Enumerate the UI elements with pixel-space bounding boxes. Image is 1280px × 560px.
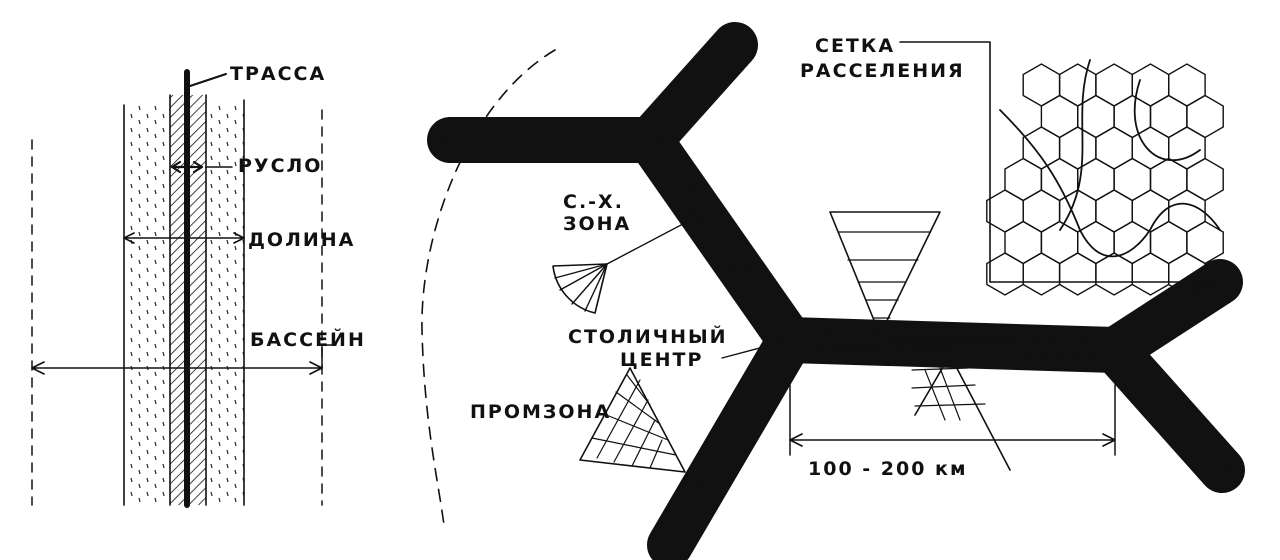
- settlement-hexagon: [1022, 189, 1061, 233]
- label-bassein: БАССЕЙН: [250, 328, 366, 351]
- settlement-grid-inset: [899, 41, 1224, 296]
- grid-river-lines: [999, 59, 1221, 258]
- label-setka-1: СЕТКА: [815, 35, 895, 57]
- settlement-hexagon: [1131, 252, 1170, 296]
- settlement-hexagon: [1095, 189, 1134, 233]
- basin-arrow: [31, 361, 323, 375]
- valley-arrow: [123, 232, 245, 244]
- settlement-hexagon: [1095, 252, 1134, 296]
- label-ruslo: РУСЛО: [238, 155, 322, 177]
- settlement-hexagon: [1040, 94, 1079, 139]
- label-setka-2: РАССЕЛЕНИЯ: [800, 60, 965, 82]
- settlement-hexagon: [1113, 220, 1152, 265]
- settlement-hexagon: [1186, 94, 1224, 139]
- bassein-leader: [321, 344, 337, 369]
- settlement-hexagon: [1167, 189, 1206, 233]
- settlement-hexagon: [1022, 126, 1061, 170]
- settlement-hexagon: [1076, 157, 1115, 202]
- settlement-hexagon: [1076, 220, 1115, 265]
- settlement-hexagon: [1040, 220, 1079, 265]
- settlement-hexagon: [1004, 220, 1043, 265]
- label-dolina: ДОЛИНА: [248, 229, 355, 251]
- label-promzona: ПРОМЗОНА: [470, 401, 611, 423]
- settlement-hexagon: [1058, 252, 1097, 296]
- settlement-hexagon: [986, 252, 1024, 296]
- node-center-east: [1106, 341, 1124, 359]
- label-trassa: ТРАССА: [230, 63, 326, 85]
- capital-region-boundary: [421, 49, 556, 526]
- settlement-hexagon: [1149, 157, 1188, 202]
- sh-zone-leader: [606, 214, 701, 265]
- settlement-hexagon: [1058, 126, 1097, 170]
- settlement-hexagon: [1113, 157, 1152, 202]
- settlement-hexagon: [1022, 252, 1061, 296]
- settlement-hexagon: [1022, 63, 1061, 107]
- label-stol-1: СТОЛИЧНЫЙ: [568, 325, 728, 348]
- settlement-hexagon: [1167, 126, 1206, 170]
- settlement-hexagon: [1058, 63, 1097, 107]
- settlement-hexagon: [1095, 126, 1134, 170]
- southern-zone-funnel: [911, 354, 1011, 471]
- settlement-hexagon: [1149, 220, 1188, 265]
- riverbed-arrow: [170, 160, 204, 174]
- settlement-hexagon: [1186, 157, 1224, 202]
- settlement-hexagon: [986, 189, 1024, 233]
- distance-dimension: [789, 384, 1116, 456]
- node-center-north: [642, 132, 658, 148]
- label-distance: 100 - 200 км: [808, 458, 967, 480]
- settlement-hexagon: [1095, 63, 1134, 107]
- industrial-zone-wedge: [579, 367, 686, 473]
- distance-arrow: [789, 433, 1116, 447]
- settlement-hexagon: [1167, 63, 1206, 107]
- capital-leader: [721, 339, 791, 359]
- agricultural-zone-fan: [552, 214, 701, 314]
- label-sh-1: С.-Х.: [563, 191, 624, 213]
- label-sh-2: ЗОНА: [563, 213, 631, 235]
- trassa-leader: [189, 73, 227, 87]
- settlement-hexagon: [1113, 94, 1152, 139]
- river-corridor-panel: ТРАССА РУСЛО ДОЛИНА БАССЕЙН: [31, 63, 366, 508]
- label-stol-2: ЦЕНТР: [620, 349, 703, 371]
- northern-zone-funnel: [829, 211, 941, 336]
- settlement-hexagon: [1004, 157, 1043, 202]
- network-panel: СЕТКА РАССЕЛЕНИЯ С.-Х. ЗОНА СТОЛИЧНЫЙ ЦЕ…: [421, 22, 1245, 560]
- settlement-hexagon: [1149, 94, 1188, 139]
- settlement-hexagon: [1167, 252, 1206, 296]
